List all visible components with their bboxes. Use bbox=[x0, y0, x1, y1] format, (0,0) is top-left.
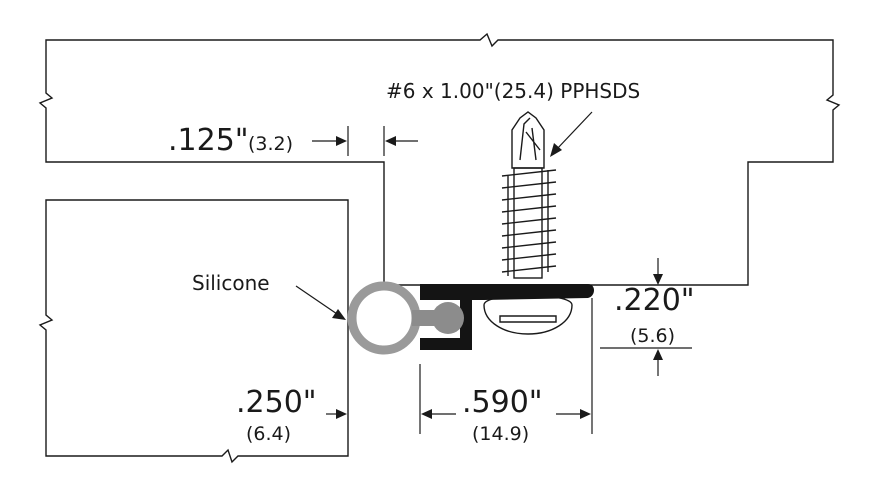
screw bbox=[483, 111, 573, 335]
height-arrow-top-head bbox=[653, 274, 663, 285]
silicone-bulb-anchor bbox=[432, 302, 464, 334]
gap-dimension-inch: .125" bbox=[168, 123, 249, 158]
screw-threads bbox=[501, 169, 557, 276]
width-arrow-right-head bbox=[580, 409, 591, 419]
screw-flute bbox=[519, 117, 541, 161]
width-arrow-left-head bbox=[421, 409, 432, 419]
screw-leader-arrow bbox=[550, 143, 562, 157]
screw-drill-tip bbox=[511, 111, 545, 169]
offset-dimension-mm: (6.4) bbox=[246, 423, 291, 445]
screw-pan-head bbox=[483, 294, 573, 335]
silicone-callout: Silicone bbox=[192, 271, 270, 295]
gap-arrow-right-head bbox=[385, 136, 396, 146]
silicone-leader-arrow bbox=[332, 309, 346, 320]
screw-callout: #6 x 1.00"(25.4) PPHSDS bbox=[386, 79, 640, 103]
height-arrow-bottom-head bbox=[653, 349, 663, 360]
height-dimension-inch: .220" bbox=[614, 283, 695, 318]
gap-arrow-left-head bbox=[336, 136, 347, 146]
silicone-leader-line bbox=[295, 285, 341, 317]
sweep-profile-channel bbox=[420, 284, 436, 300]
offset-arrow-head bbox=[336, 409, 347, 419]
silicone-bulb-ring bbox=[347, 281, 421, 355]
gap-dimension-mm: (3.2) bbox=[248, 133, 293, 155]
screw-leader-line bbox=[555, 111, 593, 151]
width-dimension-mm: (14.9) bbox=[472, 423, 529, 445]
lower-member-outline bbox=[38, 199, 349, 464]
silicone-bulb-neck bbox=[412, 310, 436, 326]
screw-head-slot bbox=[499, 315, 557, 323]
width-dimension-inch: .590" bbox=[462, 385, 543, 420]
sweep-profile bbox=[420, 284, 594, 350]
upper-member-outline bbox=[38, 32, 841, 286]
height-dimension-mm: (5.6) bbox=[630, 325, 675, 347]
offset-dimension-inch: .250" bbox=[236, 385, 317, 420]
